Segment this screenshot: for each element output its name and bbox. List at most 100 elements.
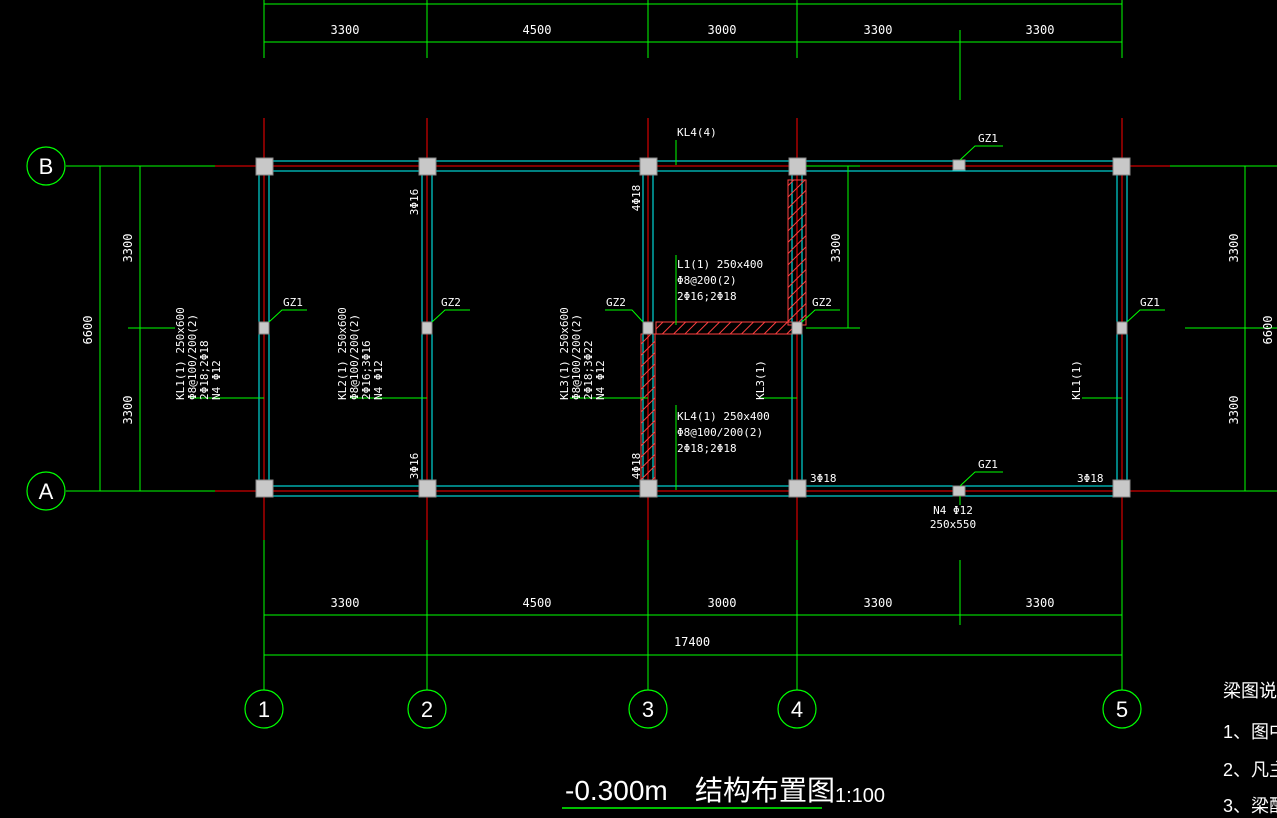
column-a1 [255,479,274,498]
svg-text:2Φ18;3Φ22: 2Φ18;3Φ22 [582,340,595,400]
column-a4 [788,479,807,498]
top-dim-2: 4500 [523,23,552,37]
label-kl3-mid: KL3(1) [754,360,767,400]
right-dimension-chain [1185,166,1277,491]
column-a3 [639,479,658,498]
annotation-kl2: KL2(1) 250x600 Φ8@100/200(2) 2Φ16;3Φ16 N… [336,307,385,400]
svg-text:2Φ16;3Φ16: 2Φ16;3Φ16 [360,340,373,400]
note-heading: 梁图说明 [1223,681,1277,701]
left-dim-lower: 3300 [121,396,135,425]
column-b2 [418,157,437,176]
label-gz1-right: GZ1 [1140,296,1160,309]
label-gz1-bottom: GZ1 [978,458,998,471]
bottom-dim-1: 3300 [331,596,360,610]
title-elevation: -0.300m [565,775,668,806]
column-b3 [639,157,658,176]
column-b5 [1112,157,1131,176]
bottom-dim-4: 3300 [864,596,893,610]
label-gz1-left: GZ1 [283,296,303,309]
axis-b-label: B [39,154,54,179]
label-gz2-col4: GZ2 [812,296,832,309]
leader-lines [190,140,1165,505]
right-dim-upper: 3300 [1227,234,1241,263]
column-a2 [418,479,437,498]
top-dim-5: 3300 [1026,23,1055,37]
svg-text:N4 Φ12: N4 Φ12 [210,360,223,400]
label-3phi18-b: 3Φ18 [1077,472,1104,485]
gz1-right-mid [1116,321,1128,335]
label-kl4-top: KL4(4) [677,126,717,139]
left-dimension-chain [99,166,175,491]
svg-text:Φ8@100/200(2): Φ8@100/200(2) [348,314,361,400]
bottom-dim-5: 3300 [1026,596,1055,610]
annotation-kl1: KL1(1) 250x600 Φ8@100/200(2) 2Φ18;2Φ18 N… [174,307,223,400]
axis-5-label: 5 [1116,697,1128,722]
column-b1 [255,157,274,176]
label-4phi18-top: 4Φ18 [630,185,643,212]
svg-text:KL4(1) 250x400: KL4(1) 250x400 [677,410,770,423]
svg-text:Φ8@100/200(2): Φ8@100/200(2) [570,314,583,400]
gz1-bottom [952,485,966,497]
gz2-3-mid [642,321,654,335]
annotation-l1: L1(1) 250x400 Φ8@200(2) 2Φ16;2Φ18 [677,258,763,303]
label-4phi18-bot: 4Φ18 [630,453,643,480]
axis-3-label: 3 [642,697,654,722]
bottom-dim-3: 3000 [708,596,737,610]
axis-a-label: A [39,479,54,504]
svg-text:KL1(1) 250x600: KL1(1) 250x600 [174,307,187,400]
title-scale: 1:100 [835,785,885,807]
gz2-4-mid [791,321,803,335]
column-axis-bubbles [244,689,1142,729]
svg-text:2Φ18;2Φ18: 2Φ18;2Φ18 [198,340,211,400]
gz1-top [952,159,966,171]
top-dimension-chain [263,0,1123,100]
label-gz2-col3: GZ2 [606,296,626,309]
mid-dimension [806,165,860,329]
svg-text:2Φ16;2Φ18: 2Φ16;2Φ18 [677,290,737,303]
svg-text:2Φ18;2Φ18: 2Φ18;2Φ18 [677,442,737,455]
bottom-dim-total: 17400 [674,635,710,649]
annotation-kl4: KL4(1) 250x400 Φ8@100/200(2) 2Φ18;2Φ18 [677,410,770,455]
svg-text:KL3(1) 250x600: KL3(1) 250x600 [558,307,571,400]
label-gz2-col2: GZ2 [441,296,461,309]
column-a5 [1112,479,1131,498]
right-dim-lower: 3300 [1227,396,1241,425]
mid-dim: 3300 [829,234,843,263]
axis-1-label: 1 [258,697,270,722]
label-250x550: 250x550 [930,518,976,531]
columns [255,157,1131,498]
annotation-kl3: KL3(1) 250x600 Φ8@100/200(2) 2Φ18;3Φ22 N… [558,307,607,400]
note-2: 2、凡主 [1223,760,1277,780]
svg-text:Φ8@100/200(2): Φ8@100/200(2) [677,426,763,439]
svg-text:Φ8@100/200(2): Φ8@100/200(2) [186,314,199,400]
label-3phi18-a: 3Φ18 [810,472,837,485]
label-3phi16-bot: 3Φ16 [408,453,421,480]
svg-text:KL2(1) 250x600: KL2(1) 250x600 [336,307,349,400]
top-dim-4: 3300 [864,23,893,37]
gz2-2-mid [421,321,433,335]
top-dim-1: 3300 [331,23,360,37]
label-3phi16-top: 3Φ16 [408,189,421,216]
svg-text:N4 Φ12: N4 Φ12 [372,360,385,400]
left-dim-upper: 3300 [121,234,135,263]
axis-4-label: 4 [791,697,803,722]
svg-text:L1(1) 250x400: L1(1) 250x400 [677,258,763,271]
bottom-dim-2: 4500 [523,596,552,610]
right-dim-total: 6600 [1261,316,1275,345]
label-kl1-right: KL1(1) [1070,360,1083,400]
title-name: 结构布置图 [695,775,835,806]
left-dim-total: 6600 [81,316,95,345]
note-3: 3、梁配 [1223,796,1277,816]
row-axis-bubbles [26,146,66,511]
bottom-dimension-chain [264,560,1122,656]
svg-text:Φ8@200(2): Φ8@200(2) [677,274,737,287]
column-b4 [788,157,807,176]
top-dim-3: 3000 [708,23,737,37]
note-1: 1、图中未 [1223,722,1277,742]
label-n4phi12: N4 Φ12 [933,504,973,517]
svg-text:N4 Φ12: N4 Φ12 [594,360,607,400]
gz1-left-mid [258,321,270,335]
label-gz1-top: GZ1 [978,132,998,145]
axis-2-label: 2 [421,697,433,722]
